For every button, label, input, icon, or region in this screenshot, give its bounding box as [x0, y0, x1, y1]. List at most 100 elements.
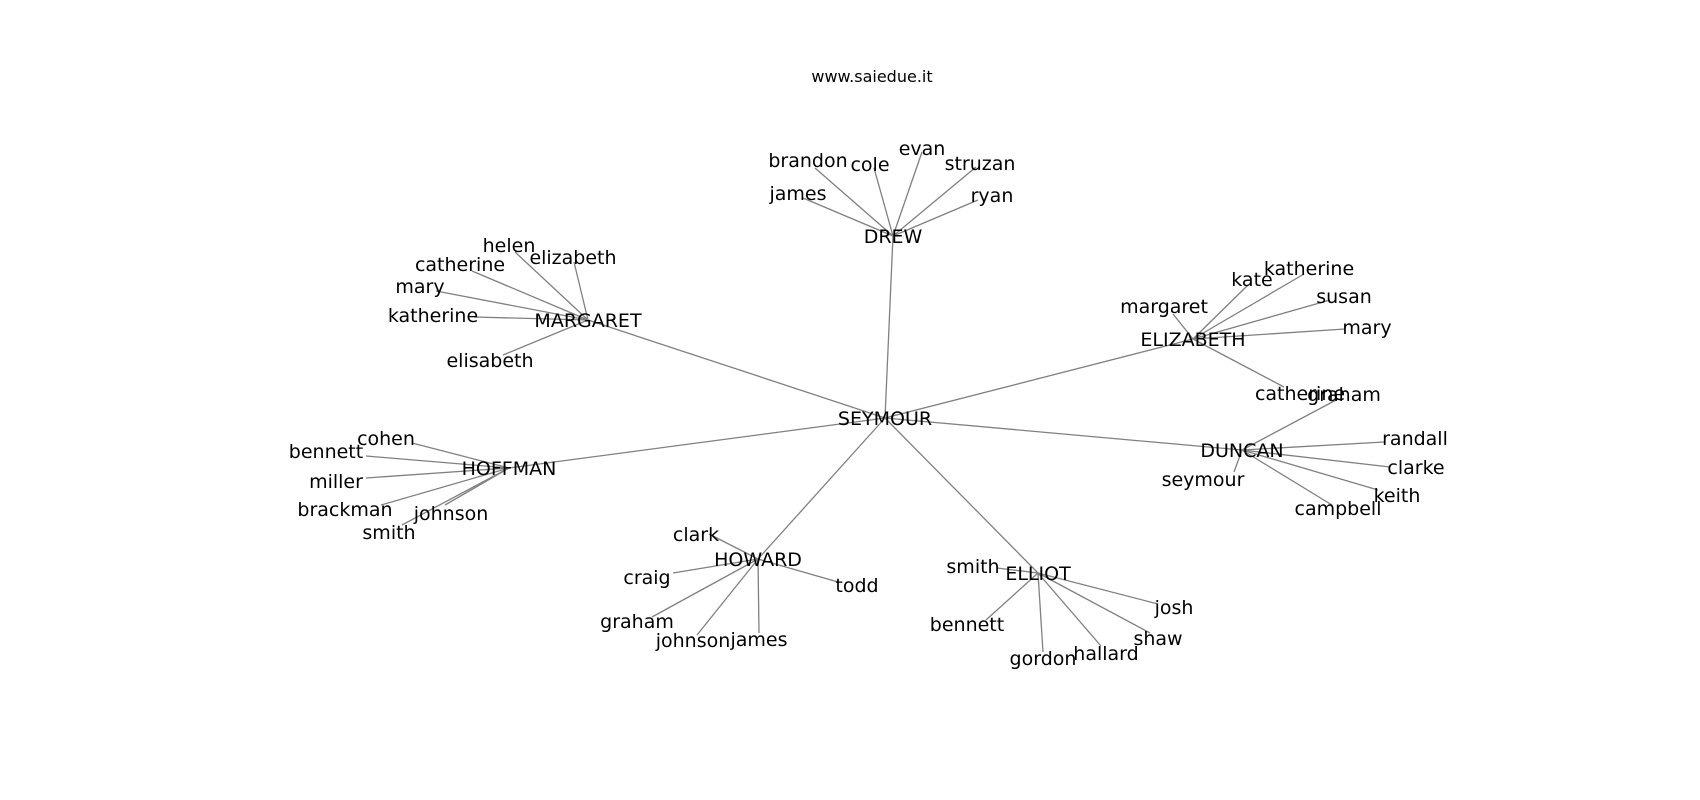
- edge-howard-craig: [672, 558, 759, 574]
- leaf-node-label: mary: [395, 276, 444, 298]
- edge-root-howard: [757, 417, 886, 560]
- leaf-node-label: hallard: [1073, 643, 1138, 665]
- leaf-node-label: cole: [850, 154, 889, 176]
- group-node-label: DUNCAN: [1200, 440, 1283, 462]
- leaf-node-label: mary: [1342, 317, 1391, 339]
- edge-margaret-helen: [514, 251, 589, 321]
- edge-elliot-hallard: [1037, 572, 1102, 647]
- edge-drew-brandon: [814, 167, 894, 237]
- leaf-node-label: margaret: [1120, 296, 1208, 318]
- group-node-label: DREW: [864, 226, 923, 248]
- leaf-node-label: campbell: [1295, 498, 1382, 520]
- leaf-node-label: seymour: [1162, 469, 1245, 491]
- leaf-node-label: cohen: [357, 428, 415, 450]
- edge-elliot-bennett: [985, 572, 1039, 621]
- edge-drew-evan: [892, 151, 923, 237]
- edge-margaret-elisabeth: [502, 319, 589, 356]
- edge-howard-graham: [651, 558, 759, 618]
- leaf-node-label: ryan: [971, 185, 1014, 207]
- edge-duncan-seymour: [1233, 449, 1243, 473]
- root-node-label: SEYMOUR: [838, 408, 932, 430]
- leaf-node-label: graham: [1307, 384, 1381, 406]
- edge-duncan-clarke: [1241, 449, 1391, 468]
- leaf-node-label: katherine: [388, 305, 478, 327]
- leaf-node-label: brandon: [768, 150, 847, 172]
- edge-howard-johnson: [696, 558, 759, 636]
- edge-margaret-catherine: [471, 270, 589, 321]
- leaf-node-label: johnson: [413, 503, 489, 525]
- edge-drew-cole: [873, 167, 894, 237]
- leaf-node-label: bennett: [930, 614, 1004, 636]
- leaf-node-label: james: [729, 629, 787, 651]
- leaf-node-label: josh: [1154, 597, 1194, 619]
- group-node-label: HOWARD: [714, 549, 802, 571]
- edge-duncan-graham: [1241, 398, 1339, 451]
- leaf-node-label: smith: [362, 522, 415, 544]
- leaf-node-label: todd: [835, 575, 878, 597]
- edge-hoffman-brackman: [380, 467, 510, 506]
- leaf-node-label: brackman: [297, 499, 392, 521]
- leaf-node-label: randall: [1382, 428, 1448, 450]
- edge-elliot-josh: [1037, 572, 1159, 605]
- edge-margaret-katherine: [473, 316, 589, 321]
- edge-elizabeth-catherine: [1192, 338, 1285, 388]
- edge-elizabeth-katherine: [1192, 273, 1305, 340]
- leaf-node-label: bennett: [289, 441, 363, 463]
- group-node-label: MARGARET: [534, 310, 642, 332]
- edge-root-elizabeth: [884, 338, 1194, 419]
- edge-elliot-shaw: [1037, 572, 1151, 634]
- leaf-node-label: catherine: [415, 254, 505, 276]
- edge-elizabeth-kate: [1192, 284, 1249, 340]
- leaf-node-label: catherine: [1255, 383, 1345, 405]
- edge-root-drew: [884, 235, 894, 419]
- leaf-node-label: johnson: [655, 630, 731, 652]
- leaf-node-label: struzan: [945, 153, 1016, 175]
- leaf-node-label: clark: [673, 524, 719, 546]
- edge-hoffman-miller: [365, 467, 510, 479]
- edge-elliot-gordon: [1037, 572, 1044, 653]
- edge-root-elliot: [884, 417, 1039, 574]
- edge-hoffman-smith: [401, 467, 510, 526]
- edge-hoffman-cohen: [411, 442, 510, 469]
- edge-margaret-elizabeth: [573, 261, 589, 321]
- edge-elizabeth-margaret: [1172, 313, 1194, 340]
- leaf-node-label: katherine: [1264, 258, 1354, 280]
- group-node-label: HOFFMAN: [462, 458, 557, 480]
- leaf-node-label: james: [768, 183, 826, 205]
- edge-drew-ryan: [892, 199, 979, 237]
- leaf-node-label: evan: [899, 138, 946, 160]
- edge-drew-struzan: [892, 166, 977, 237]
- edge-root-hoffman: [508, 417, 886, 469]
- edge-duncan-keith: [1241, 449, 1379, 491]
- edge-howard-todd: [757, 558, 839, 583]
- leaf-node-label: susan: [1316, 286, 1372, 308]
- leaf-node-label: kate: [1231, 269, 1272, 291]
- leaf-node-label: clarke: [1387, 457, 1444, 479]
- leaf-node-label: craig: [623, 567, 670, 589]
- edge-duncan-campbell: [1241, 449, 1333, 506]
- leaf-node-label: graham: [600, 611, 674, 633]
- edges-layer: [365, 151, 1391, 653]
- edge-hoffman-bennett: [365, 455, 510, 469]
- leaf-node-label: gordon: [1010, 648, 1077, 670]
- edge-howard-clark: [708, 533, 759, 560]
- group-node-label: ELIZABETH: [1140, 329, 1245, 351]
- edge-howard-james: [757, 558, 760, 634]
- page-title: www.saiedue.it: [811, 67, 932, 86]
- leaf-node-label: miller: [309, 471, 363, 493]
- edge-elizabeth-susan: [1192, 299, 1331, 340]
- edge-root-duncan: [884, 417, 1243, 451]
- leaf-node-label: elizabeth: [529, 247, 616, 269]
- edge-elizabeth-mary: [1192, 328, 1346, 340]
- leaf-node-label: smith: [946, 556, 999, 578]
- edge-elliot-smith: [996, 567, 1039, 574]
- leaf-node-label: elisabeth: [446, 350, 533, 372]
- leaf-node-label: keith: [1374, 485, 1421, 507]
- edge-duncan-randall: [1241, 441, 1385, 451]
- edge-root-margaret: [587, 319, 886, 419]
- leaf-node-label: helen: [483, 235, 536, 257]
- edge-margaret-mary: [435, 290, 589, 321]
